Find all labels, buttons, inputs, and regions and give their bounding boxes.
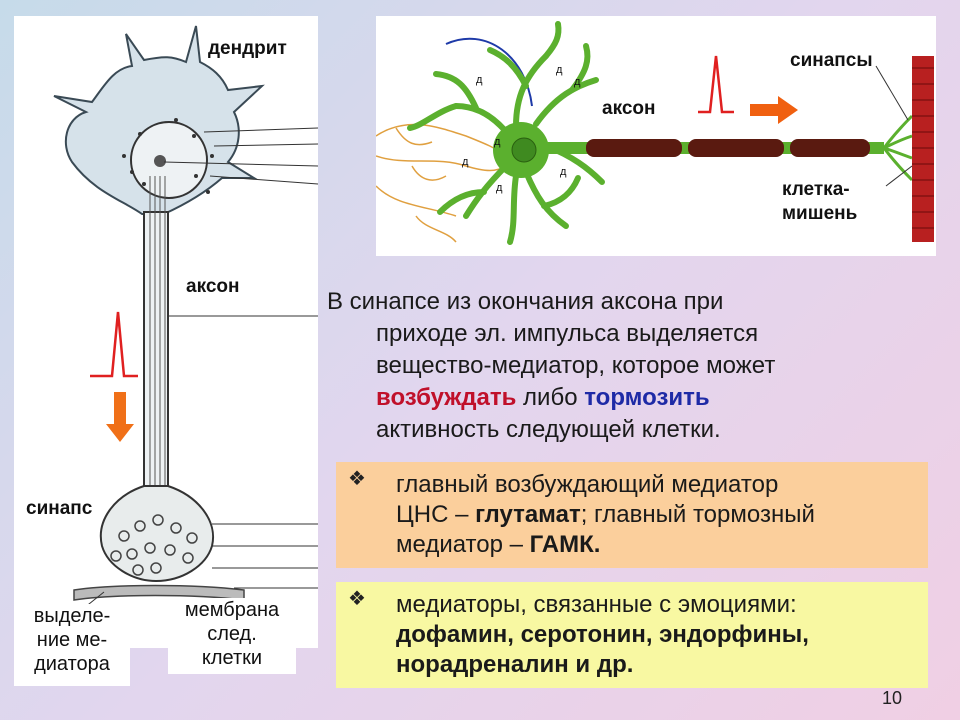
arrow-down-icon [106,392,134,442]
axon [143,211,169,487]
para-line-2: приходе эл. импульса выделяется [376,320,759,347]
release-line-1: выделе- [33,605,111,627]
impulse-spike-right-icon [698,55,734,114]
para-line-1: В синапсе из окончания аксона при [327,288,724,315]
box1-text: главный возбуждающий медиатор ЦНС – глут… [396,470,918,560]
schema-leader-lines [875,65,913,187]
target-cell-stripes [912,67,934,229]
box1-line-2: ЦНС – глутамат; главный тормозный [396,500,918,530]
neuron-figure-panel [14,16,319,648]
page-number: 10 [881,688,902,708]
neuron-schema [375,21,934,245]
box1-line-3: медиатор – ГАМК. [396,530,918,560]
membrane-label: мембрана след. клетки [168,598,296,674]
myelin-1 [586,139,682,157]
release-line-2: ние ме- [36,629,108,651]
axon-label-right: аксон [602,98,656,119]
dendrite-label: дендрит [208,38,287,59]
axon-label-left: аксон [186,276,240,297]
membrane-line-3: клетки [201,647,263,669]
emotion-mediators-box: ❖ медиаторы, связанные с эмоциями: дофам… [336,582,928,688]
cell-body [53,25,265,215]
glutamate-gaba-box: ❖ главный возбуждающий медиатор ЦНС – гл… [336,462,928,568]
synapses-label: синапсы [790,50,873,71]
box1-cns: ЦНС – [396,501,476,528]
membrane-line-1: мембрана [184,599,280,621]
box2-line-2: дофамин, серотонин, эндорфины, [396,621,809,648]
blue-input-fiber [445,37,533,107]
inhibit-word: тормозить [584,384,710,411]
impulse-spike-icon [90,311,138,378]
dendrite-marker: д [556,64,563,76]
neurofibrils [149,176,166,488]
neuron-schema-panel [375,16,936,256]
para-line-5: активность следующей клетки. [376,416,721,443]
dendrite-marker: д [574,76,581,88]
nucleus [130,121,208,199]
mediator-release-label: выделе- ние ме- диатора [14,604,130,686]
box2-line-3: норадреналин и др. [396,651,634,678]
vesicles [110,514,198,576]
membrane-line-2: след. [207,623,257,645]
box1-line-1: главный возбуждающий медиатор [396,471,779,498]
dendrite-marker: д [476,74,483,86]
myelin-2 [688,139,784,157]
box1-mediator: медиатор – [396,531,530,558]
or-word: либо [516,384,585,411]
synapse-label: синапс [26,498,93,519]
excite-word: возбуждать [376,384,517,411]
bullet-icon: ❖ [348,588,366,610]
nucleolus [154,155,166,167]
main-paragraph: В синапсе из окончания аксона при приход… [327,286,927,446]
neuron-diagram [53,25,319,617]
bullet-icon: ❖ [348,468,366,490]
glutamate-word: глутамат [475,501,581,528]
dendrite-marker: д [560,166,567,178]
axon-terminals [882,114,914,182]
box2-text: медиаторы, связанные с эмоциями: дофамин… [396,590,918,680]
box2-line-1: медиаторы, связанные с эмоциями: [396,591,797,618]
organelles [122,118,214,194]
myelin-3 [790,139,870,157]
target-line-1: клетка- [782,179,850,200]
arrow-right-icon [750,96,798,124]
release-line-3: диатора [34,653,110,675]
synaptic-bouton [99,485,215,583]
box1-inhib: ; главный тормозный [580,501,815,528]
target-cell-label: клетка- мишень [782,178,857,226]
para-line-4: возбуждать либо тормозить [327,382,927,414]
dendrite-marker: д [494,136,501,148]
dendrite-marker: д [496,182,503,194]
para-line-3: вещество-медиатор, которое может [376,352,776,379]
target-line-2: мишень [782,203,858,224]
gaba-word: ГАМК. [529,531,601,558]
nucleus-right [511,137,537,163]
dendrite-marker: д [462,156,469,168]
